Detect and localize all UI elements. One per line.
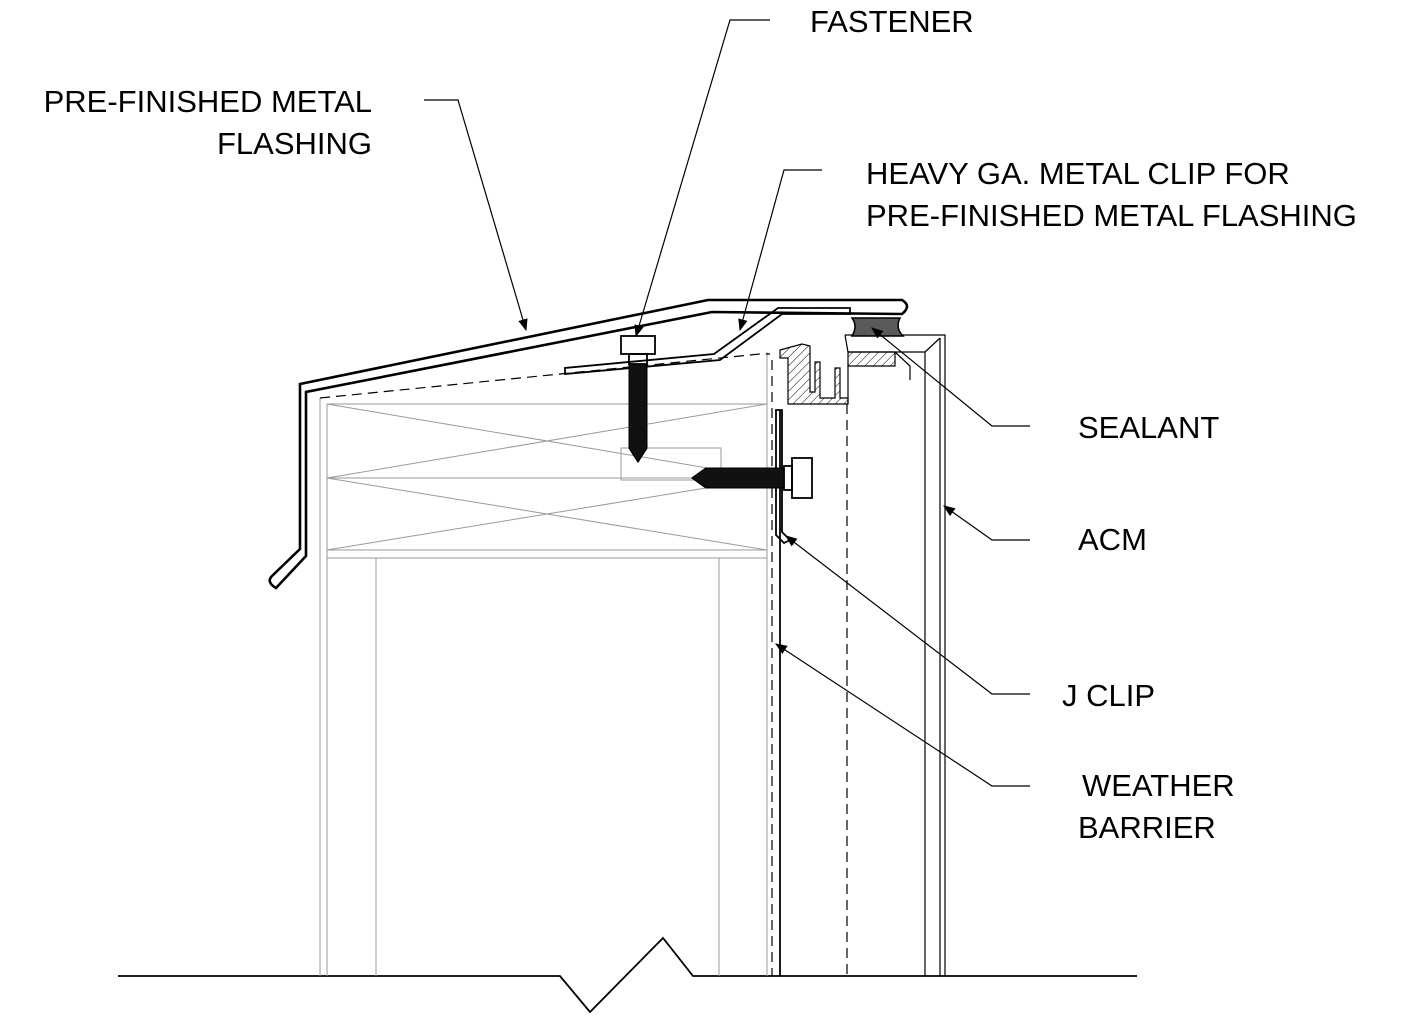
label-flashing-line2: FLASHING: [217, 126, 372, 161]
leader-acm: [943, 505, 1030, 541]
leader-j-clip: [785, 535, 1030, 695]
horizontal-fastener: [690, 457, 813, 499]
label-j-clip: J CLIP: [1062, 678, 1155, 713]
label-acm: ACM: [1078, 522, 1147, 557]
label-clip-line2: PRE-FINISHED METAL FLASHING: [866, 198, 1357, 233]
acm-panel: [779, 334, 946, 976]
panel-extrusion: [779, 343, 911, 405]
wood-framing: [319, 352, 768, 976]
label-weather-line2: BARRIER: [1078, 810, 1216, 845]
label-sealant: SEALANT: [1078, 410, 1219, 445]
membrane-under-flashing: [319, 353, 770, 399]
label-weather-line1: WEATHER: [1082, 768, 1235, 803]
label-flashing-line1: PRE-FINISHED METAL: [44, 84, 372, 119]
leader-flashing: [424, 99, 528, 332]
leader-fastener: [634, 19, 770, 338]
leader-weather-barrier: [774, 643, 1030, 787]
heavy-metal-clip: [564, 307, 851, 375]
sealant-bead: [850, 317, 905, 337]
label-clip-line1: HEAVY GA. METAL CLIP FOR: [866, 156, 1290, 191]
leader-clip: [738, 169, 822, 332]
metal-flashing: [268, 298, 909, 590]
base-break-line: [118, 936, 1137, 1014]
label-fastener: FASTENER: [810, 4, 974, 39]
leader-lines: [424, 19, 1030, 787]
leader-sealant: [871, 327, 1030, 427]
vertical-fastener: [620, 335, 656, 464]
